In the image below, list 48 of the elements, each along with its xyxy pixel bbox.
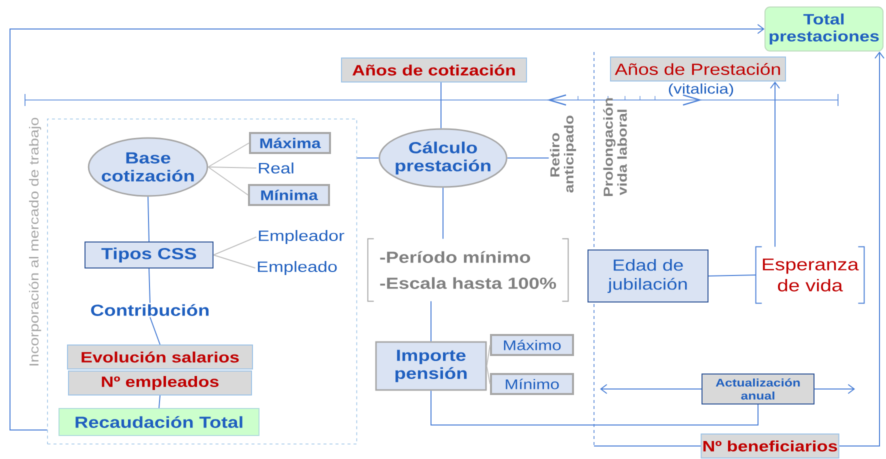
dashed-group-box xyxy=(47,118,358,444)
rotated-label: Prolongación vida laboral xyxy=(603,98,627,196)
branch-label: Real xyxy=(258,162,294,174)
factor-box: Evolución salarios xyxy=(67,344,253,370)
bracket-group: Esperanza de vida xyxy=(755,246,865,304)
limit-box: Máxima xyxy=(249,132,331,154)
connector-line xyxy=(158,395,160,408)
limit-box: Máximo xyxy=(490,334,574,356)
rotated-label: Incorporación al mercado de trabajo xyxy=(28,118,42,366)
connector-line xyxy=(208,142,250,168)
connector-line xyxy=(486,366,490,384)
factor-box: Nº empleados xyxy=(68,370,252,396)
connector-line xyxy=(150,316,160,345)
connector-line xyxy=(430,300,432,342)
connector-line xyxy=(440,82,442,129)
factor-box: Actualización anual xyxy=(702,374,814,404)
arrow xyxy=(838,52,884,446)
connector-line xyxy=(486,344,490,366)
arrow xyxy=(10,24,764,430)
connector-line xyxy=(148,196,150,242)
connector-line xyxy=(213,236,257,256)
process-box: Tipos CSS xyxy=(84,242,214,268)
branch-label: Empleador xyxy=(258,230,344,244)
connector-line xyxy=(208,166,248,196)
branch-label: Empleado xyxy=(258,261,337,275)
bracket-group: -Período mínimo -Escala hasta 100% xyxy=(367,238,569,302)
arrow xyxy=(770,82,780,248)
process-box: Importe pensión xyxy=(375,341,487,391)
factor-box: Nº beneficiarios xyxy=(700,434,840,458)
arrow xyxy=(600,384,702,394)
connector-line xyxy=(213,254,256,268)
connector-line xyxy=(208,166,257,168)
process-box: Edad de jubilación xyxy=(588,250,708,302)
connector-line xyxy=(708,274,756,276)
factor-box: Años de cotización xyxy=(341,58,527,82)
result-box: Total prestaciones xyxy=(764,6,884,52)
limit-box: Mínimo xyxy=(490,373,574,395)
connector-line xyxy=(148,268,150,304)
rotated-label: Retiro anticipado xyxy=(550,116,576,193)
ellipse-node: Base cotización xyxy=(88,137,208,197)
connector-line xyxy=(442,187,444,240)
factor-box: Años de Prestación xyxy=(610,56,786,82)
arrow xyxy=(814,384,855,394)
flow-label: Contribución xyxy=(91,304,209,316)
connector-line xyxy=(430,390,758,426)
limit-box: Mínima xyxy=(248,184,330,206)
result-box: Recaudación Total xyxy=(58,408,260,436)
ellipse-node: Cálculo prestación xyxy=(378,128,508,188)
